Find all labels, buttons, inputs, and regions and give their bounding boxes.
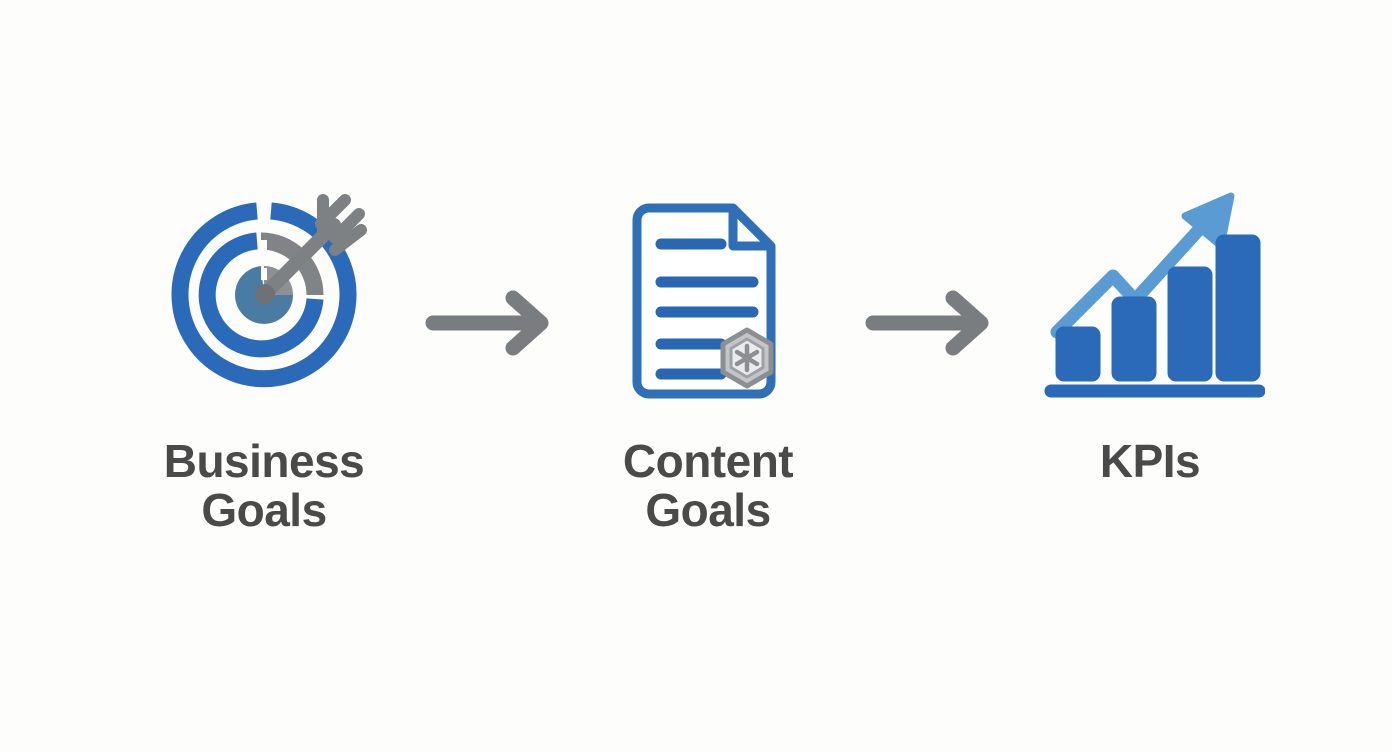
stage-business-goals[interactable]: Business Goals — [114, 175, 414, 535]
stage-label-kpis: KPIs — [1099, 435, 1201, 487]
arrow-right-icon — [855, 288, 1005, 358]
stage-label-business-goals: Business Goals — [163, 435, 365, 537]
target-with-arrow-icon — [144, 175, 384, 415]
label-line: Business — [163, 435, 365, 487]
label-line: Goals — [201, 484, 327, 537]
stage-label-content-goals: Content Goals — [622, 435, 794, 537]
document-with-seal-icon — [588, 175, 828, 415]
stage-kpis[interactable]: KPIs — [1000, 175, 1300, 486]
arrow-right-icon — [415, 288, 565, 358]
label-line: Content — [622, 435, 794, 487]
growth-bar-chart-icon — [1030, 175, 1270, 415]
label-line: Goals — [645, 484, 771, 537]
stage-content-goals[interactable]: Content Goals — [558, 175, 858, 535]
label-line: KPIs — [1099, 435, 1201, 487]
